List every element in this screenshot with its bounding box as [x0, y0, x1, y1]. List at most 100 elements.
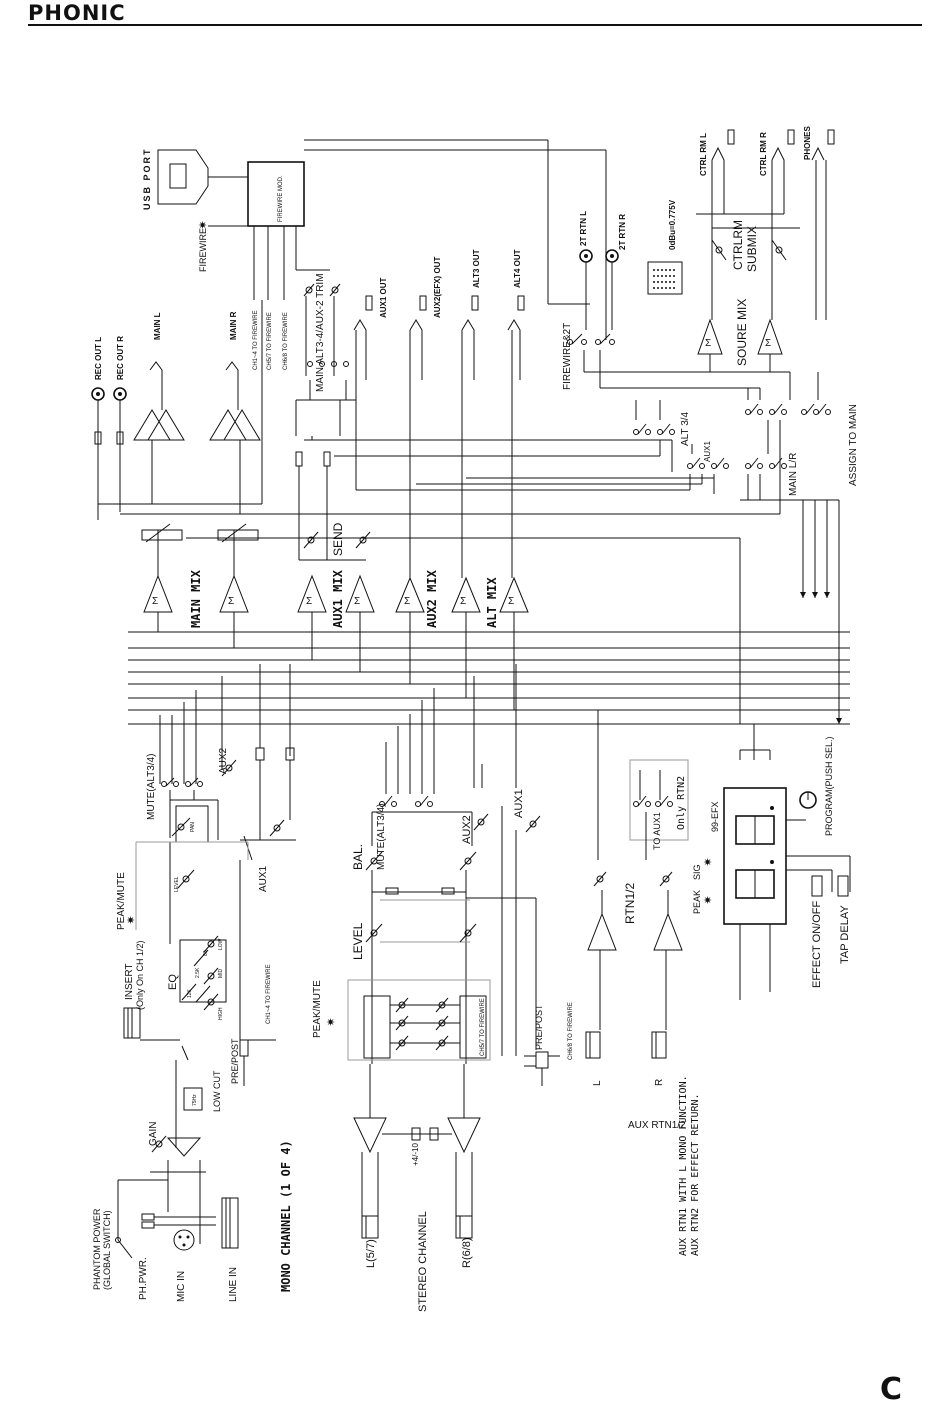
label-mic-in: MIC IN	[176, 1271, 187, 1302]
label-eq-25k: 2.5K	[195, 967, 201, 978]
label-ctrl-rm-l: CTRL RM L	[699, 133, 708, 176]
svg-text:Σ: Σ	[705, 338, 711, 349]
brand-logo: PHONIC	[28, 1, 126, 25]
usb-port-icon	[157, 149, 209, 205]
mono-channel-strip	[115, 664, 296, 1259]
label-layer-horizontal: AUX RTN1/2	[628, 1120, 686, 1131]
aux-alt-outputs: Σ Σ Σ Σ Σ	[295, 283, 529, 710]
main-outputs: Σ Σ	[91, 300, 780, 648]
label-gain: GAIN	[148, 1122, 159, 1146]
label-2t-rtn-l: 2T RTN L	[579, 211, 588, 246]
svg-text:Σ: Σ	[306, 596, 312, 607]
level-meter	[647, 261, 683, 295]
label-plus4-minus10: +4/-10	[411, 1143, 420, 1166]
main-l-amp	[133, 409, 171, 441]
label-soure-mix: SOURE MIX	[735, 299, 749, 366]
label-r: R	[654, 1079, 665, 1086]
label-main-lr: MAIN L/R	[788, 453, 799, 496]
label-hz75: 75Hz	[192, 1094, 198, 1106]
label-ch68-fw-stereo: CH6/8 TO FIREWIRE	[568, 1002, 574, 1060]
mono-eq-block	[179, 939, 227, 1003]
svg-text:Σ: Σ	[460, 596, 466, 607]
label-line-in: LINE IN	[228, 1267, 239, 1302]
label-firewire: FIREWIRE	[198, 228, 208, 272]
label-pre-post-mono: PRE/POST	[230, 1038, 240, 1084]
sig-led-icon: ✷	[703, 857, 712, 869]
label-aux1-out: AUX1 OUT	[379, 277, 388, 318]
label-peak-mute-mono: PEAK/MUTE	[116, 872, 127, 930]
label-firewire-2t: FIREWIRE&2T	[562, 323, 573, 390]
label-submix: SUBMIX	[745, 226, 759, 272]
svg-text:Σ: Σ	[508, 596, 514, 607]
label-global-switch: (GLOBAL SWITCH)	[102, 1210, 112, 1290]
usb-firewire-section: ✷	[157, 139, 607, 340]
peak-mute-led-stereo-icon: ✷	[326, 1017, 335, 1029]
label-level-stereo: LEVEL	[351, 922, 365, 960]
label-ch14-to-fw: CH1~4 TO FIREWIRE	[253, 310, 259, 370]
label-ch57-to-fw: CH5/7 TO FIREWIRE	[267, 312, 273, 370]
label-alt4-out: ALT4 OUT	[513, 249, 522, 288]
mic-in-xlr-icon	[173, 1229, 195, 1251]
label-phantom: PHANTOM POWER	[92, 1208, 102, 1290]
effects-processor: ✷ ✷ ✷ ✷	[126, 724, 851, 1029]
rtn1-amp	[587, 912, 617, 951]
label-main-alt-aux-trim: MAIN ALT3-4/AUX-2 TRIM	[315, 273, 326, 392]
peak-led-icon: ✷	[703, 895, 712, 907]
label-sig: SIG	[692, 864, 702, 880]
peak-mute-led-mono-icon: ✷	[126, 915, 135, 927]
stereo-preamp-r	[447, 1117, 481, 1154]
label-to-aux1: TO AUX1	[652, 812, 662, 850]
label-rtn12: RTN1/2	[623, 883, 637, 924]
label-aux1-mono: AUX1	[258, 865, 269, 892]
label-mono-channel: MONO CHANNEL (1 OF 4)	[279, 1140, 293, 1292]
low-cut-filter	[183, 1087, 203, 1111]
firewire-star-icon: ✷	[198, 220, 207, 232]
label-2t-rtn-r: 2T RTN R	[618, 214, 627, 250]
label-note-2: AUX RTN2 FOR EFFECT RETURN.	[690, 1093, 701, 1256]
label-aux2-mono: AUX2	[218, 747, 229, 774]
footer-logo: C	[880, 1372, 903, 1407]
label-main-mix: MAIN MIX	[189, 569, 203, 628]
firewire-module	[247, 161, 305, 227]
svg-text:Σ: Σ	[228, 596, 234, 607]
label-ch14-fw-mono: CH1~4 TO FIREWIRE	[266, 964, 272, 1024]
label-odbu: 0dBu=0.775V	[668, 199, 677, 250]
label-r68: R(6/8)	[461, 1237, 473, 1268]
label-alt-mix: ALT MIX	[485, 577, 499, 628]
label-insert: INSERT	[124, 964, 135, 1001]
label-ch68-to-fw: CH6/8 TO FIREWIRE	[283, 312, 289, 370]
label-program: PROGRAM(PUSH SEL.)	[824, 736, 834, 836]
aux-rtn-l-jack-icon	[585, 1031, 601, 1059]
label-effect-onoff: EFFECT ON/OFF	[811, 901, 823, 988]
header-rule	[28, 24, 922, 26]
label-ctrlrm: CTRLRM	[731, 220, 745, 270]
effect-onoff-pedal-icon	[811, 875, 823, 897]
label-pan: PAN	[190, 822, 196, 832]
stereo-eq-block-r	[459, 995, 487, 1059]
label-phones: PHONES	[803, 126, 812, 160]
label-layer-rotated: USB PORT FIREWIRE FIREWIRE MOD. CH1~4 TO…	[92, 126, 859, 1312]
label-aux2-mix: AUX2 MIX	[425, 569, 439, 628]
mono-preamp	[166, 1137, 202, 1157]
label-main-r: MAIN R	[229, 311, 238, 340]
label-ch57-fw-stereo: CH5/7 TO FIREWIRE	[480, 998, 486, 1056]
stereo-l-jack-icon	[361, 1215, 379, 1239]
label-aux1-stereo: AUX1	[513, 789, 525, 818]
svg-text:Σ: Σ	[354, 596, 360, 607]
label-l57: L(5/7)	[365, 1239, 377, 1268]
label-99-efx: 99-EFX	[710, 801, 720, 832]
label-stereo-channel: STEREO CHANNEL	[417, 1211, 429, 1312]
stereo-channel-strip	[347, 664, 560, 1239]
label-aux1-mix: AUX1 MIX	[331, 569, 345, 628]
tap-delay-pedal-icon	[837, 875, 849, 897]
stereo-r-jack-icon	[455, 1215, 473, 1239]
label-low-cut: LOW CUT	[212, 1070, 222, 1112]
label-eq-12k: 12K	[187, 988, 193, 998]
label-firewire-mod: FIREWIRE MOD.	[278, 175, 284, 222]
label-l: L	[592, 1080, 603, 1086]
label-only-rtn2: Only RTN2	[676, 776, 687, 830]
aux-return-section	[585, 710, 689, 1059]
label-ph-pwr: PH.PWR.	[138, 1257, 149, 1300]
efx-unit-box	[723, 787, 787, 925]
